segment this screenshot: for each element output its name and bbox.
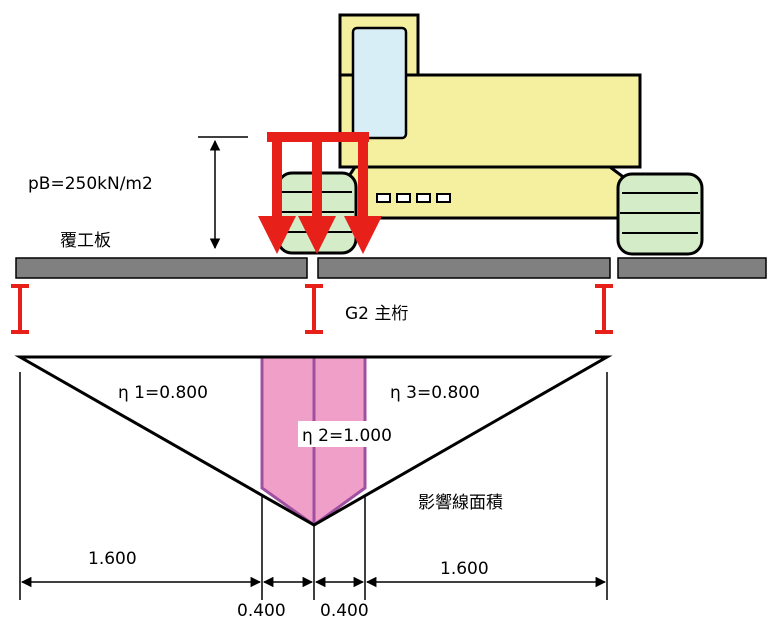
vent-slot xyxy=(396,193,411,203)
load-arrows xyxy=(258,132,382,254)
girder-g2-marker xyxy=(305,284,323,334)
dimension-lines xyxy=(19,372,608,600)
load-arrow-shaft xyxy=(312,132,322,218)
load-arrow-head xyxy=(344,216,382,254)
dimension-center-right-label: 0.400 xyxy=(320,601,369,621)
load-arrow-shaft xyxy=(272,132,282,218)
girder-markers xyxy=(11,284,613,334)
deck-plate-segment xyxy=(317,257,611,279)
eta2-label: η 2=1.000 xyxy=(302,426,392,446)
girder-g1-marker xyxy=(11,284,29,334)
deck-plate-segment xyxy=(617,257,767,279)
load-arrow-head xyxy=(298,216,336,254)
excavator xyxy=(276,13,704,256)
influence-area-edge xyxy=(313,357,367,527)
load-arrow-shaft xyxy=(358,132,368,218)
dimension-right-label: 1.600 xyxy=(440,559,489,579)
undercarriage xyxy=(343,165,632,220)
eta1-label: η 1=0.800 xyxy=(118,383,208,403)
influence-area-edge xyxy=(260,357,315,527)
load-label: pB=250kN/m2 xyxy=(28,174,153,194)
cab-window xyxy=(351,26,408,140)
dimension-left-label: 1.600 xyxy=(88,549,137,569)
eta2-label-box xyxy=(298,421,416,447)
influence-area-label: 影響線面積 xyxy=(418,493,503,513)
vent-slot xyxy=(436,193,451,203)
load-arrow-head xyxy=(258,216,296,254)
deck-plates xyxy=(15,257,767,279)
vent-slot xyxy=(416,193,431,203)
deck-plate-label: 覆工板 xyxy=(60,231,111,251)
girder-g3-marker xyxy=(595,284,613,334)
load-height-dimension xyxy=(198,136,248,250)
deck-plate-segment xyxy=(15,257,308,279)
girder-label: G2 主桁 xyxy=(345,304,408,324)
vent-slot xyxy=(376,193,391,203)
influence-triangle xyxy=(14,355,613,527)
dimension-center-left-label: 0.400 xyxy=(237,601,286,621)
eta3-label: η 3=0.800 xyxy=(390,383,480,403)
